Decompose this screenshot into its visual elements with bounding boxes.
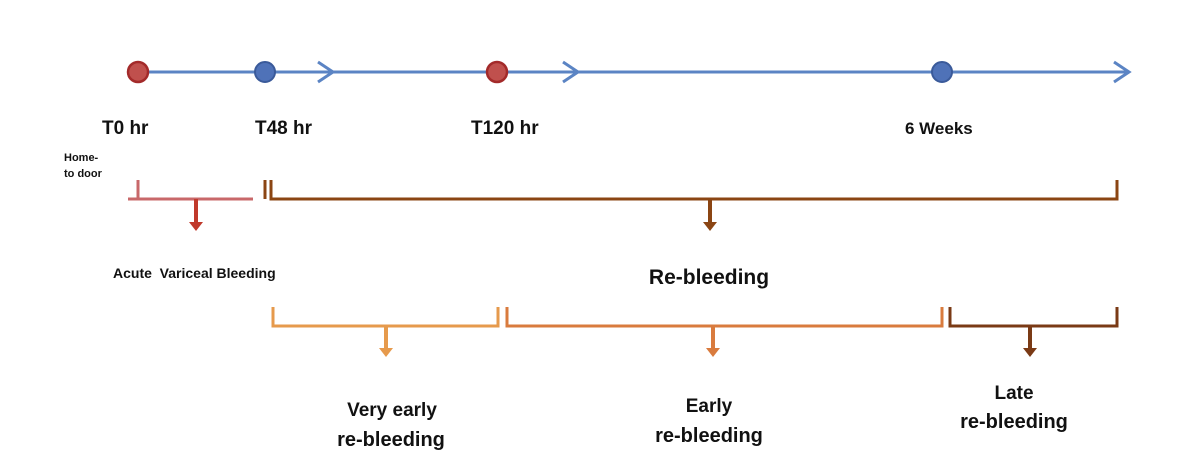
axis-arrow-2: [562, 60, 581, 84]
label-6weeks: 6 Weeks: [905, 119, 973, 138]
axis-arrow-1: [317, 60, 336, 84]
acute-variceal-bleeding-label: Acute Variceal Bleeding: [113, 265, 276, 281]
node-t120: [485, 60, 509, 84]
acute-arrow-head: [189, 222, 203, 231]
early-label-line1: Early: [685, 396, 733, 417]
early-bracket: [505, 307, 944, 328]
very-early-label-line1: Very early: [347, 400, 437, 421]
very-early-bracket: [271, 307, 500, 328]
early-label-line2: re-bleeding: [655, 425, 763, 447]
very-early-label-line2: re-bleeding: [337, 429, 445, 451]
label-t120: T120 hr: [471, 118, 539, 139]
late-arrow-head: [1023, 348, 1037, 357]
node-t0: [126, 60, 150, 84]
late-label-line1: Late: [994, 383, 1034, 404]
late-bracket: [948, 307, 1119, 328]
late-label-line2: re-bleeding: [960, 411, 1068, 433]
node-6weeks: [931, 61, 953, 83]
rebleeding-arrow-head: [703, 222, 717, 231]
label-t48: T48 hr: [255, 118, 313, 139]
home-to-door-line1: Home-: [64, 152, 99, 164]
rebleeding-bracket: [263, 180, 1119, 201]
acute-bracket: [128, 180, 253, 201]
home-to-door-line2: to door: [64, 168, 102, 180]
label-t0: T0 hr: [102, 118, 149, 139]
early-arrow-head: [706, 348, 720, 357]
rebleeding-label: Re-bleeding: [648, 266, 770, 289]
axis-arrow-end: [1113, 60, 1132, 84]
node-t48: [254, 61, 276, 83]
very-early-arrow-head: [379, 348, 393, 357]
